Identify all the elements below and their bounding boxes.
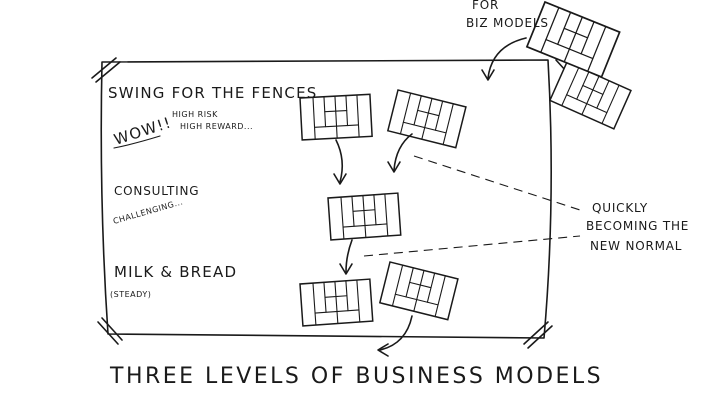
side-note-line3: NEW NORMAL bbox=[590, 239, 682, 253]
canvas-tier3-right bbox=[379, 261, 459, 321]
tier2-note: CHALLENGING... bbox=[112, 197, 184, 226]
arrow-stack-to-board-head bbox=[481, 69, 495, 81]
canvas-tier2 bbox=[327, 192, 402, 241]
arrow-tier3-to-caption bbox=[379, 315, 413, 351]
tape-bottom-left bbox=[97, 317, 123, 345]
side-note-line2: BECOMING THE bbox=[586, 219, 689, 233]
tier1-title: SWING FOR THE FENCES bbox=[108, 84, 318, 102]
canvas-stack-front bbox=[526, 1, 621, 78]
whiteboard-frame bbox=[100, 59, 552, 339]
tier3-note: (STEADY) bbox=[110, 290, 151, 299]
arrow-tier1-left-down bbox=[335, 139, 344, 183]
arrow-stack-to-board bbox=[487, 37, 527, 79]
wow-underline bbox=[113, 135, 161, 149]
side-note-line1: QUICKLY bbox=[592, 201, 648, 215]
arrow-tier1-right-down-head bbox=[387, 161, 401, 173]
arrow-tier2-down-head bbox=[339, 263, 353, 275]
diagram-caption: THREE LEVELS OF BUSINESS MODELS bbox=[109, 364, 603, 389]
arrow-tier2-down bbox=[345, 239, 353, 273]
tape-bottom-right bbox=[523, 321, 553, 349]
canvas-tier3-left bbox=[299, 278, 374, 327]
tape-top-left bbox=[91, 57, 121, 83]
arrow-tier1-left-down-head bbox=[333, 173, 347, 185]
wow-exclamation: WOW!! bbox=[112, 113, 174, 149]
dashed-pointer-bottom bbox=[363, 235, 581, 257]
tier1-note-line2: HIGH REWARD... bbox=[180, 122, 253, 131]
corner-note-line1: FOR bbox=[472, 0, 499, 12]
tier2-title: CONSULTING bbox=[114, 184, 199, 198]
arrow-tier1-right-down bbox=[393, 133, 413, 171]
dashed-pointer-top bbox=[413, 155, 581, 211]
canvas-tier1-right bbox=[387, 89, 467, 149]
tier1-note-line1: HIGH RISK bbox=[172, 110, 218, 119]
tier3-title: MILK & BREAD bbox=[114, 263, 237, 281]
corner-note-line2: BIZ MODELS bbox=[466, 16, 549, 30]
arrow-tier3-to-caption-head bbox=[377, 343, 389, 357]
